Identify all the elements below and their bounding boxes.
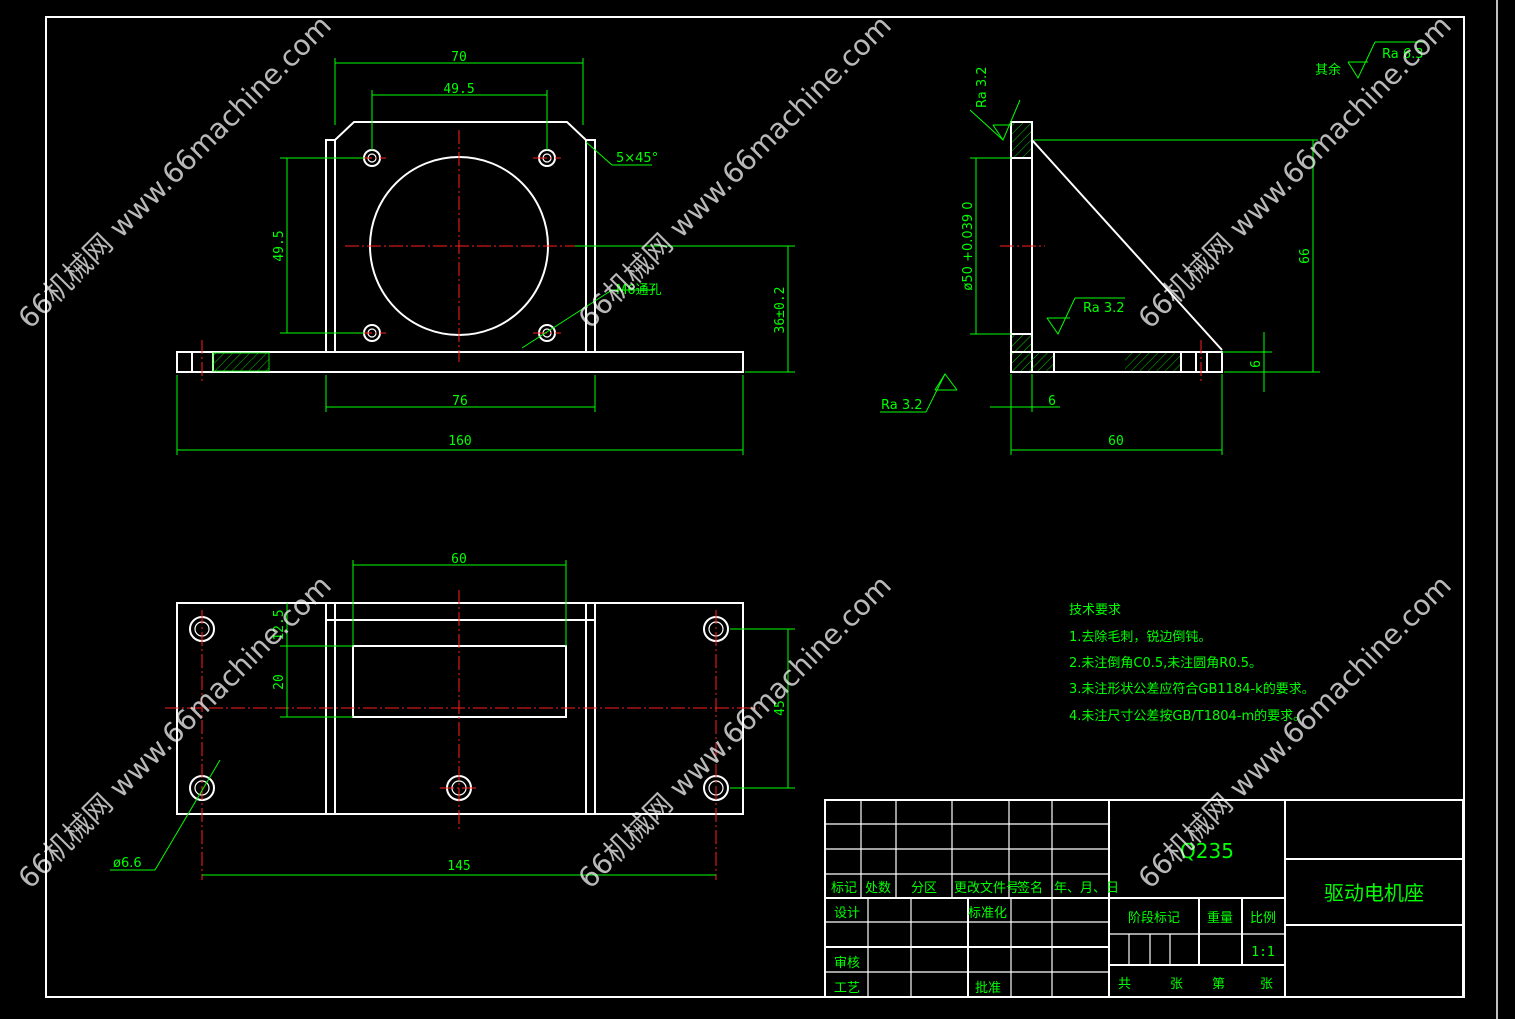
top-view: 60 12.5 20 45 145 ø6.6 [110,552,795,880]
tb-approve: 批准 [975,981,1001,996]
dim-145: 145 [447,859,470,874]
tb-sheets: 张 [1170,977,1183,992]
tb-process: 工艺 [834,981,860,996]
tb-header: 处数 [865,881,891,896]
tb-scale-label: 比例 [1250,911,1276,926]
title-block: 标记 处数 分区 更改文件号 签名 年、月、日 设计 标准化 审核 工艺 批准 … [824,799,1464,998]
tb-review: 审核 [834,956,860,971]
tech-item: 3.未注形状公差应符合GB1184-k的要求。 [1069,681,1315,697]
dim-70: 70 [451,50,467,65]
side-view: Ra 3.2 Ra 3.2 Ra 3.2 其余 Ra 6.3 ø50 +0.03… [880,41,1425,455]
tb-part-name: 驱动电机座 [1324,881,1424,905]
dim-36: 36±0.2 [773,287,788,334]
dim-76: 76 [452,394,468,409]
tech-title: 技术要求 [1069,603,1121,618]
side-rib [1031,139,1223,351]
dim-6-bottom: 6 [1048,394,1056,409]
dim-6-right: 6 [1249,360,1264,368]
front-view: 70 49.5 49.5 5×45° 36±0.2 76 160 M6通孔 [176,50,795,455]
tb-material: Q235 [1180,839,1234,863]
tb-header: 更改文件号 [954,881,1019,896]
rest-label: 其余 [1315,62,1341,78]
watermark: 66机械网 www.66machine.com [572,9,898,335]
dim-hole: ø6.6 [113,856,142,871]
dim-60-side: 60 [1108,434,1124,449]
tech-item: 4.未注尺寸公差按GB/T1804-m的要求。 [1069,708,1306,724]
dim-66: 66 [1298,248,1313,264]
hole-note: M6通孔 [616,283,662,298]
tb-stage-mark: 阶段标记 [1128,911,1180,926]
tb-header: 年、月、日 [1054,881,1119,896]
tech-item: 2.未注倒角C0.5,未注圆角R0.5。 [1069,656,1262,671]
watermark: 66机械网 www.66machine.com [1132,569,1458,895]
dim-12-5: 12.5 [272,609,287,640]
dim-60-top: 60 [451,552,467,567]
dim-chamfer: 5×45° [616,151,658,166]
tb-sheet2: 张 [1260,977,1273,992]
watermark: 66机械网 www.66machine.com [12,569,338,895]
dim-bore: ø50 +0.039 0 [961,201,976,290]
ra-left: Ra 3.2 [881,398,923,413]
front-plate-outline [325,121,596,352]
watermark: 66机械网 www.66machine.com [1132,9,1458,335]
tb-scale: 1:1 [1251,945,1274,960]
drawing-border [45,16,1465,998]
ra-rest: Ra 6.3 [1382,47,1424,62]
ra-top: Ra 3.2 [975,66,990,108]
tech-item: 1.去除毛刺，锐边倒钝。 [1069,630,1211,645]
dim-160: 160 [448,434,471,449]
watermark: 66机械网 www.66machine.com [12,9,338,335]
dim-49-5-top: 49.5 [443,82,474,97]
tech-requirements: 技术要求 1.去除毛刺，锐边倒钝。 2.未注倒角C0.5,未注圆角R0.5。 3… [1069,603,1315,724]
tb-standard: 标准化 [968,906,1007,921]
tb-header: 分区 [911,881,937,896]
side-base [1010,351,1223,373]
tb-design: 设计 [834,906,860,921]
tb-weight: 重量 [1207,910,1233,926]
ra-mid: Ra 3.2 [1083,301,1125,316]
front-base [176,351,744,373]
tb-header: 签名 [1017,880,1043,896]
dim-49-5-side: 49.5 [272,230,287,261]
tb-total: 共 [1118,977,1131,992]
watermark: 66机械网 www.66machine.com [572,569,898,895]
dim-20: 20 [272,674,287,690]
tb-header: 标记 [831,881,857,896]
dim-45: 45 [773,700,788,716]
watermarks: 66机械网 www.66machine.com 66机械网 www.66mach… [12,9,1458,895]
tb-number: 第 [1212,977,1225,992]
